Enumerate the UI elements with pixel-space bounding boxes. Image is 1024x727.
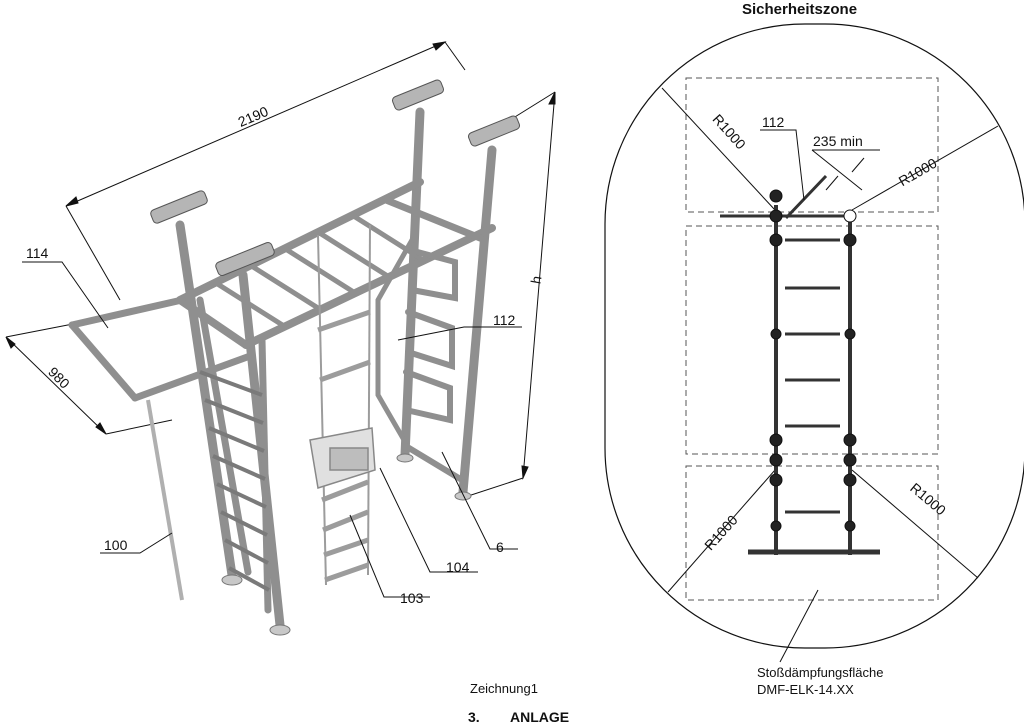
label-103: 103 [400,590,424,606]
dim-width-label: 2190 [236,103,271,130]
safety-zone-drawing: Sicherheitszone R1000 R1000 R1000 R1000 [604,1,1024,697]
section-title: ANLAGE [510,709,569,725]
dashed-areas [685,77,939,601]
leader-mat [779,589,819,663]
mat-label-line2: DMF-ELK-14.XX [757,682,854,697]
dimension-235 [811,149,880,191]
base-feet [221,453,472,636]
label-6: 6 [496,539,504,555]
label-100: 100 [104,537,128,553]
radius-bottom-left: R1000 [701,512,741,554]
dist-235-label: 235 min [813,133,863,149]
ceiling-mounts [150,79,521,277]
safety-zone-title: Sicherheitszone [742,1,857,18]
dimension-width [65,41,466,301]
label-104: 104 [446,559,470,575]
dimension-height [461,91,556,499]
climbing-rope [146,399,184,601]
dim-depth-label: 980 [45,364,73,392]
top-view-joints [769,189,857,532]
figure-caption: Zeichnung1 [470,681,538,696]
wall-ladder-rungs [199,370,270,592]
label-112-right: 112 [762,114,785,130]
frame-pipes [68,107,497,630]
dimension-depth [5,322,173,435]
dim-height-label: h [527,275,544,285]
leader-112-right [760,129,805,201]
label-114: 114 [26,245,49,261]
radius-lines [661,87,999,593]
section-number: 3. [468,709,480,725]
mat-label-line1: Stoßdämpfungsfläche [757,665,883,680]
swing-seat [309,427,376,489]
radius-bottom-right: R1000 [907,480,949,519]
safety-zone-boundary [604,23,1024,649]
leader-lines [22,261,522,598]
label-112: 112 [493,312,516,328]
isometric-frame-drawing: 2190 h 980 [5,41,556,636]
rope-ladder [317,224,371,586]
top-view-ladder [720,174,880,555]
radius-top-right: R1000 [896,155,940,190]
